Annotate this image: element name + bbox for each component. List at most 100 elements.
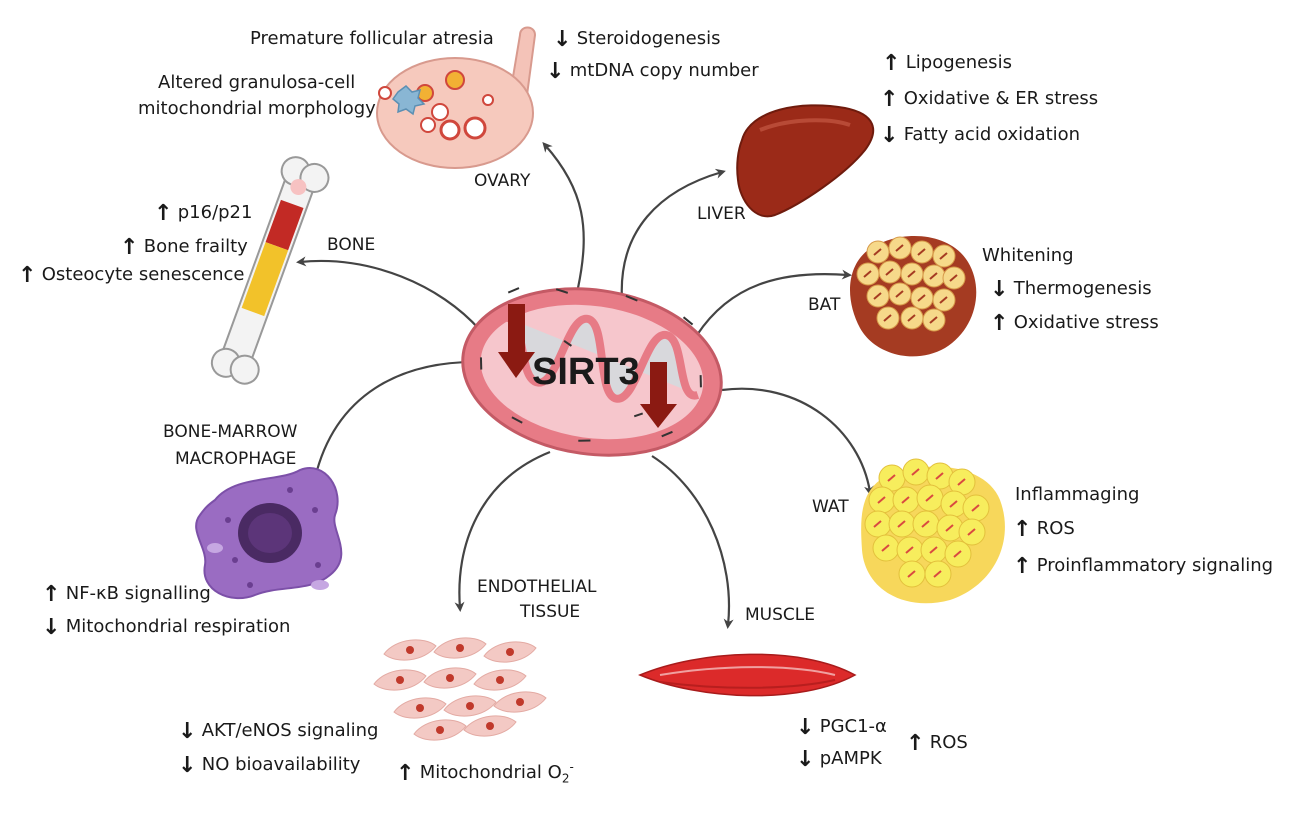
- endothelial-nucleus: [446, 674, 454, 682]
- o2-subscript: 2: [561, 771, 570, 786]
- arrow-to-ovary: [542, 142, 585, 289]
- cell-nucleus: [873, 292, 882, 300]
- endothelial-nucleus: [496, 676, 504, 684]
- bat-thermogenesis: ↓ Thermogenesis: [990, 277, 1152, 302]
- bone-marrow-resp: ↓ Mitochondrial respiration: [42, 615, 291, 640]
- up-arrow-icon: ↑: [880, 87, 899, 112]
- cell-nucleus: [881, 544, 890, 552]
- endothelial-mito-o2: ↑ Mitochondrial O2-: [396, 760, 574, 786]
- cell-nucleus: [929, 316, 938, 324]
- cell-nucleus: [939, 252, 948, 260]
- cell-nucleus: [917, 294, 926, 302]
- ovary-label: OVARY: [474, 171, 531, 191]
- liver-lipogenesis: ↑ Lipogenesis: [882, 51, 1012, 76]
- arrow-to-muscle: [651, 455, 734, 629]
- muscle-ros: ↑ ROS: [906, 731, 968, 756]
- cell-nucleus: [929, 546, 938, 554]
- up-arrow-icon: ↑: [906, 731, 925, 756]
- cell-nucleus: [925, 494, 934, 502]
- cell-nucleus: [929, 272, 938, 280]
- endothelial-nucleus: [396, 676, 404, 684]
- down-arrow-icon: ↓: [42, 615, 61, 640]
- endothelial-label-line1: ENDOTHELIAL: [477, 577, 597, 597]
- wat-proinflam: ↑ Proinflammatory signaling: [1013, 554, 1274, 579]
- endothelial-nucleus: [436, 726, 444, 734]
- bone-marrow-nfkb: ↑ NF-κB signalling: [42, 582, 211, 607]
- liver-label: LIVER: [697, 204, 746, 224]
- cell-nucleus: [945, 524, 954, 532]
- cell-nucleus: [897, 520, 906, 528]
- cell-nucleus: [877, 496, 886, 504]
- down-arrow-icon: ↓: [880, 123, 899, 148]
- ovary-atresia: Premature follicular atresia: [250, 28, 494, 49]
- ovary-granulosa-line2: mitochondrial morphology: [138, 98, 376, 119]
- sirt3-label: SIRT3: [532, 351, 640, 393]
- liver-fao: ↓ Fatty acid oxidation: [880, 123, 1081, 148]
- endothelial-nucleus: [466, 702, 474, 710]
- cell-nucleus: [933, 570, 942, 578]
- up-arrow-icon: ↑: [154, 201, 173, 226]
- ovary-mtdna: ↓ mtDNA copy number: [546, 59, 759, 84]
- down-arrow-icon: ↓: [796, 715, 815, 740]
- ovary-granulosa-line1: Altered granulosa-cell: [158, 72, 356, 93]
- cell-nucleus: [939, 296, 948, 304]
- down-arrow-icon: ↓: [546, 59, 565, 84]
- wat-illustration: [861, 458, 1005, 604]
- sirt3-decrease-arrow-left: [498, 304, 535, 378]
- down-arrow-icon: ↓: [178, 753, 197, 778]
- up-arrow-icon: ↑: [120, 235, 139, 260]
- endothelial-nucleus: [516, 698, 524, 706]
- ovary-steroidogenesis: ↓ Steroidogenesis: [553, 27, 721, 52]
- endothelial-nucleus: [416, 704, 424, 712]
- ovary-illustration: [376, 26, 537, 169]
- wat-ros: ↑ ROS: [1013, 517, 1075, 542]
- liver-stress: ↑ Oxidative & ER stress: [880, 87, 1099, 112]
- arrow-to-liver: [620, 168, 726, 301]
- cell-nucleus: [863, 270, 872, 278]
- arrow-to-bone-marrow: [311, 360, 483, 482]
- bone-marrow-label-line2: MACROPHAGE: [175, 449, 297, 469]
- bone-label: BONE: [327, 235, 376, 255]
- bat-label: BAT: [808, 295, 841, 315]
- cell-nucleus: [911, 468, 920, 476]
- muscle-pampk: ↓ pAMPK: [796, 747, 882, 772]
- cell-nucleus: [873, 520, 882, 528]
- cell-nucleus: [901, 496, 910, 504]
- cell-nucleus: [949, 274, 958, 282]
- down-arrow-icon: ↓: [553, 27, 572, 52]
- liver-illustration: [736, 104, 875, 218]
- endothelial-nucleus: [486, 722, 494, 730]
- sirt3-decrease-arrow-right: [640, 362, 677, 428]
- cell-nucleus: [885, 268, 894, 276]
- up-arrow-icon: ↑: [882, 51, 901, 76]
- cell-nucleus: [907, 570, 916, 578]
- arrow-to-endothelial: [454, 450, 551, 612]
- up-arrow-icon: ↑: [42, 582, 61, 607]
- cell-nucleus: [907, 270, 916, 278]
- arrow-to-wat: [721, 387, 874, 496]
- endothelial-illustration: [373, 637, 547, 741]
- cell-nucleus: [873, 248, 882, 256]
- cell-nucleus: [895, 244, 904, 252]
- endothelial-label-line2: TISSUE: [520, 602, 581, 622]
- up-arrow-icon: ↑: [990, 311, 1009, 336]
- down-arrow-icon: ↓: [990, 277, 1009, 302]
- bone-senescence: ↑ Osteocyte senescence: [18, 263, 245, 288]
- bone-frailty: ↑ Bone frailty: [120, 235, 248, 260]
- cell-nucleus: [921, 520, 930, 528]
- arrow-to-bone: [296, 256, 481, 331]
- cell-nucleus: [957, 478, 966, 486]
- cell-nucleus: [949, 500, 958, 508]
- wat-inflammaging: Inflammaging: [1015, 484, 1140, 505]
- up-arrow-icon: ↑: [18, 263, 37, 288]
- endothelial-akt: ↓ AKT/eNOS signaling: [178, 719, 379, 744]
- bat-illustration: [849, 236, 977, 357]
- cell-nucleus: [905, 546, 914, 554]
- cell-nucleus: [887, 474, 896, 482]
- endothelial-no: ↓ NO bioavailability: [178, 753, 361, 778]
- cell-nucleus: [971, 504, 980, 512]
- cell-nucleus: [895, 290, 904, 298]
- arrow-to-bat: [696, 269, 852, 336]
